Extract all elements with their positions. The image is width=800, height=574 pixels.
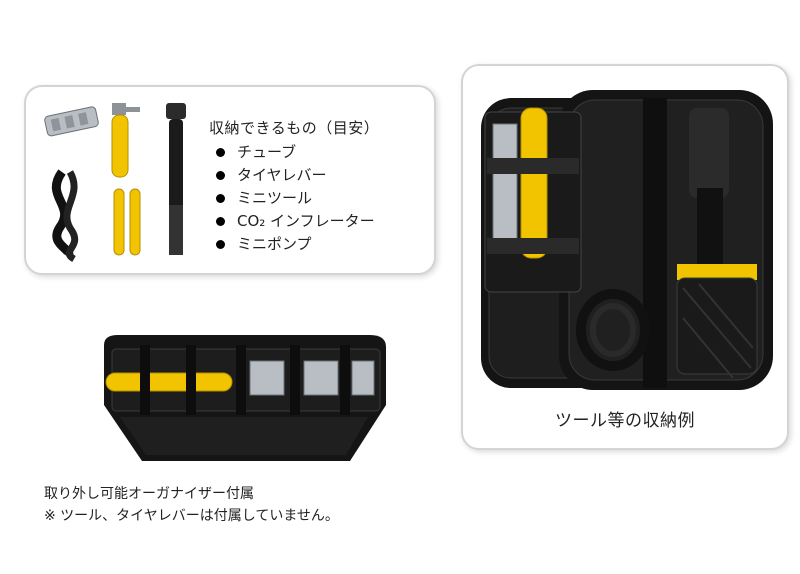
- bullet-icon: [216, 171, 225, 180]
- bullet-icon: [216, 240, 225, 249]
- list-item: ミニツール: [216, 187, 375, 210]
- list-item: タイヤレバー: [216, 164, 375, 187]
- contents-title: 収納できるもの（目安）: [209, 119, 380, 137]
- list-item: チューブ: [216, 141, 375, 164]
- open-case-image: [481, 90, 773, 390]
- tire-lever-icon: [113, 188, 141, 256]
- storable-items-image: [44, 103, 186, 263]
- storage-example-panel: ツール等の収納例: [461, 64, 789, 450]
- co2-inflator-icon: [111, 103, 140, 178]
- list-item: ミニポンプ: [216, 233, 375, 256]
- mini-pump-icon: [166, 103, 186, 255]
- storage-example-caption: ツール等の収納例: [555, 411, 695, 431]
- contents-list: チューブ タイヤレバー ミニツール CO₂ インフレーター ミニポンプ: [216, 141, 375, 256]
- bullet-icon: [216, 217, 225, 226]
- bullet-icon: [216, 194, 225, 203]
- organizer-note: 取り外し可能オーガナイザー付属: [44, 486, 254, 502]
- inner-tube-icon: [51, 169, 79, 263]
- bullet-icon: [216, 148, 225, 157]
- tools-not-included-note: ※ ツール、タイヤレバーは付属していません。: [44, 508, 339, 524]
- list-item: CO₂ インフレーター: [216, 210, 375, 233]
- storable-items-panel: 収納できるもの（目安） チューブ タイヤレバー ミニツール CO₂ インフレータ…: [24, 85, 436, 275]
- organizer-image: [104, 335, 386, 461]
- multitool-icon: [44, 106, 99, 137]
